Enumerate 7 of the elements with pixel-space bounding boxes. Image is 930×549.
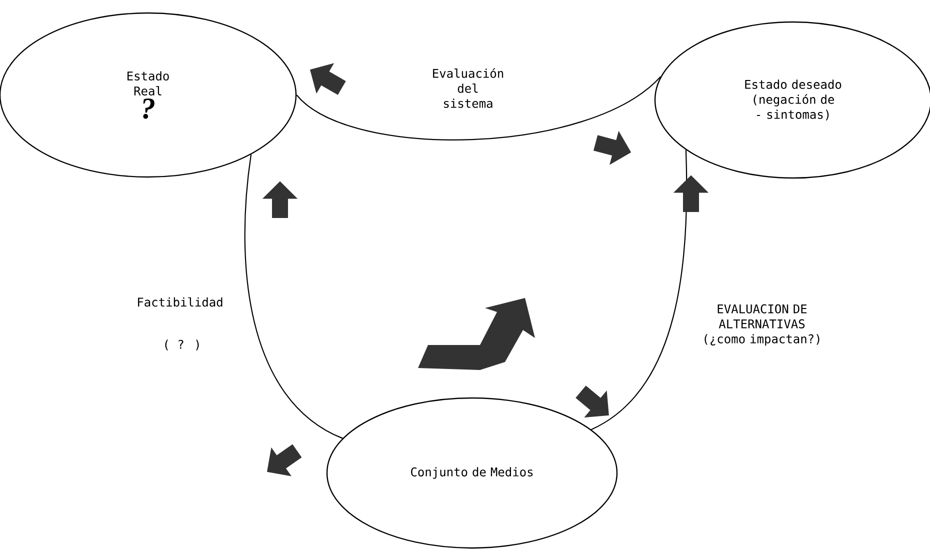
edge-label: Evaluación del sistema xyxy=(433,68,504,108)
edge-label: EVALUACION DE ALTERNATIVAS (¿como impactan?) xyxy=(704,304,820,346)
connector-curve xyxy=(296,76,662,140)
connector-curve xyxy=(244,154,343,439)
note-text: ( ? ) xyxy=(165,340,199,350)
connector-curve xyxy=(590,150,688,430)
edge-label: Factibilidad xyxy=(138,297,222,307)
